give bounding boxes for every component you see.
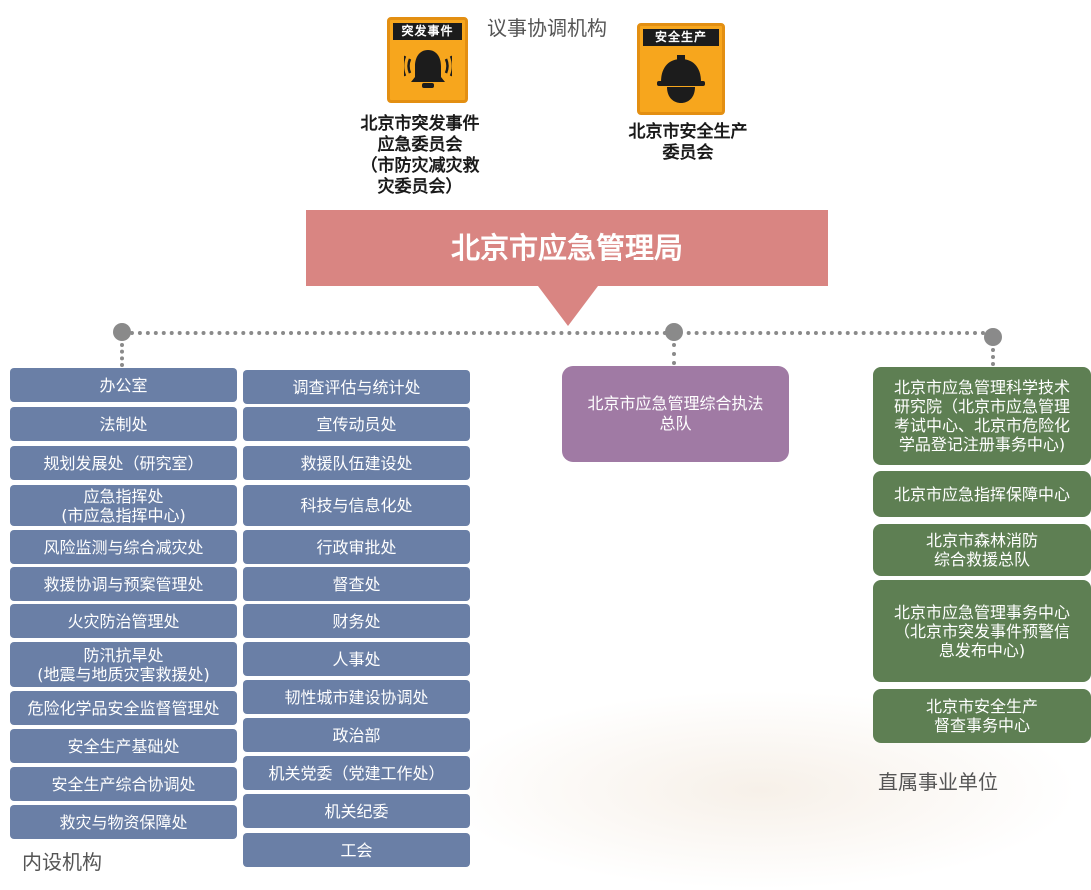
connector-node-internal: [113, 323, 131, 341]
internal-left-item: 安全生产综合协调处: [10, 767, 237, 801]
internal-right-item: 救援队伍建设处: [243, 446, 470, 480]
connector-line: [122, 331, 994, 335]
affiliated-unit: 北京市森林消防 综合救援总队: [873, 524, 1091, 576]
internal-caption: 内设机构: [22, 850, 102, 874]
affiliated-unit: 北京市应急管理事务中心 （北京市突发事件预警信 息发布中心): [873, 580, 1091, 682]
internal-right-item: 机关党委（党建工作处）: [243, 756, 470, 790]
connector-drop-internal: [120, 343, 124, 367]
emergency-badge: 突发事件: [387, 17, 468, 103]
internal-left-item: 防汛抗旱处 (地震与地质灾害救援处): [10, 642, 237, 687]
safety-committee-name: 北京市安全生产 委员会: [628, 122, 748, 163]
connector-node-affiliated: [984, 328, 1002, 346]
internal-left-item: 救援协调与预案管理处: [10, 567, 237, 601]
down-arrow-icon: [538, 286, 598, 326]
internal-right-item: 调查评估与统计处: [243, 370, 470, 404]
affiliated-unit: 北京市应急指挥保障中心: [873, 471, 1091, 517]
affiliated-unit: 北京市应急管理科学技术 研究院（北京市应急管理 考试中心、北京市危险化 学品登记…: [873, 367, 1091, 465]
safety-badge-title: 安全生产: [643, 29, 719, 46]
internal-right-item: 韧性城市建设协调处: [243, 680, 470, 714]
affiliated-unit: 北京市安全生产 督查事务中心: [873, 689, 1091, 743]
internal-right-item: 工会: [243, 833, 470, 867]
alarm-bell-icon: [404, 50, 452, 88]
internal-right-item: 政治部: [243, 718, 470, 752]
enforcement-team-box: 北京市应急管理综合执法 总队: [562, 366, 789, 462]
internal-left-item: 应急指挥处 (市应急指挥中心): [10, 485, 237, 526]
internal-right-item: 财务处: [243, 604, 470, 638]
internal-right-item: 机关纪委: [243, 794, 470, 828]
bureau-title-bar: 北京市应急管理局: [306, 210, 828, 286]
internal-left-item: 法制处: [10, 407, 237, 441]
hard-hat-icon: [657, 55, 705, 103]
internal-right-item: 行政审批处: [243, 530, 470, 564]
internal-left-item: 安全生产基础处: [10, 729, 237, 763]
internal-left-item: 规划发展处（研究室）: [10, 446, 237, 480]
internal-right-item: 科技与信息化处: [243, 485, 470, 526]
affiliated-caption: 直属事业单位: [878, 770, 998, 794]
internal-left-item: 救灾与物资保障处: [10, 805, 237, 839]
internal-right-item: 督查处: [243, 567, 470, 601]
internal-left-item: 办公室: [10, 368, 237, 402]
safety-badge: 安全生产: [637, 23, 725, 115]
emergency-badge-title: 突发事件: [393, 23, 462, 40]
internal-right-item: 宣传动员处: [243, 407, 470, 441]
internal-left-item: 火灾防治管理处: [10, 604, 237, 638]
internal-left-item: 危险化学品安全监督管理处: [10, 691, 237, 725]
emergency-committee-name: 北京市突发事件 应急委员会 （市防灾减灾救 灾委员会）: [360, 114, 480, 197]
coordination-caption: 议事协调机构: [487, 16, 607, 40]
internal-left-item: 风险监测与综合减灾处: [10, 530, 237, 564]
connector-drop-enforcement: [672, 343, 676, 365]
connector-drop-affiliated: [991, 348, 995, 366]
internal-right-item: 人事处: [243, 642, 470, 676]
connector-node-enforcement: [665, 323, 683, 341]
